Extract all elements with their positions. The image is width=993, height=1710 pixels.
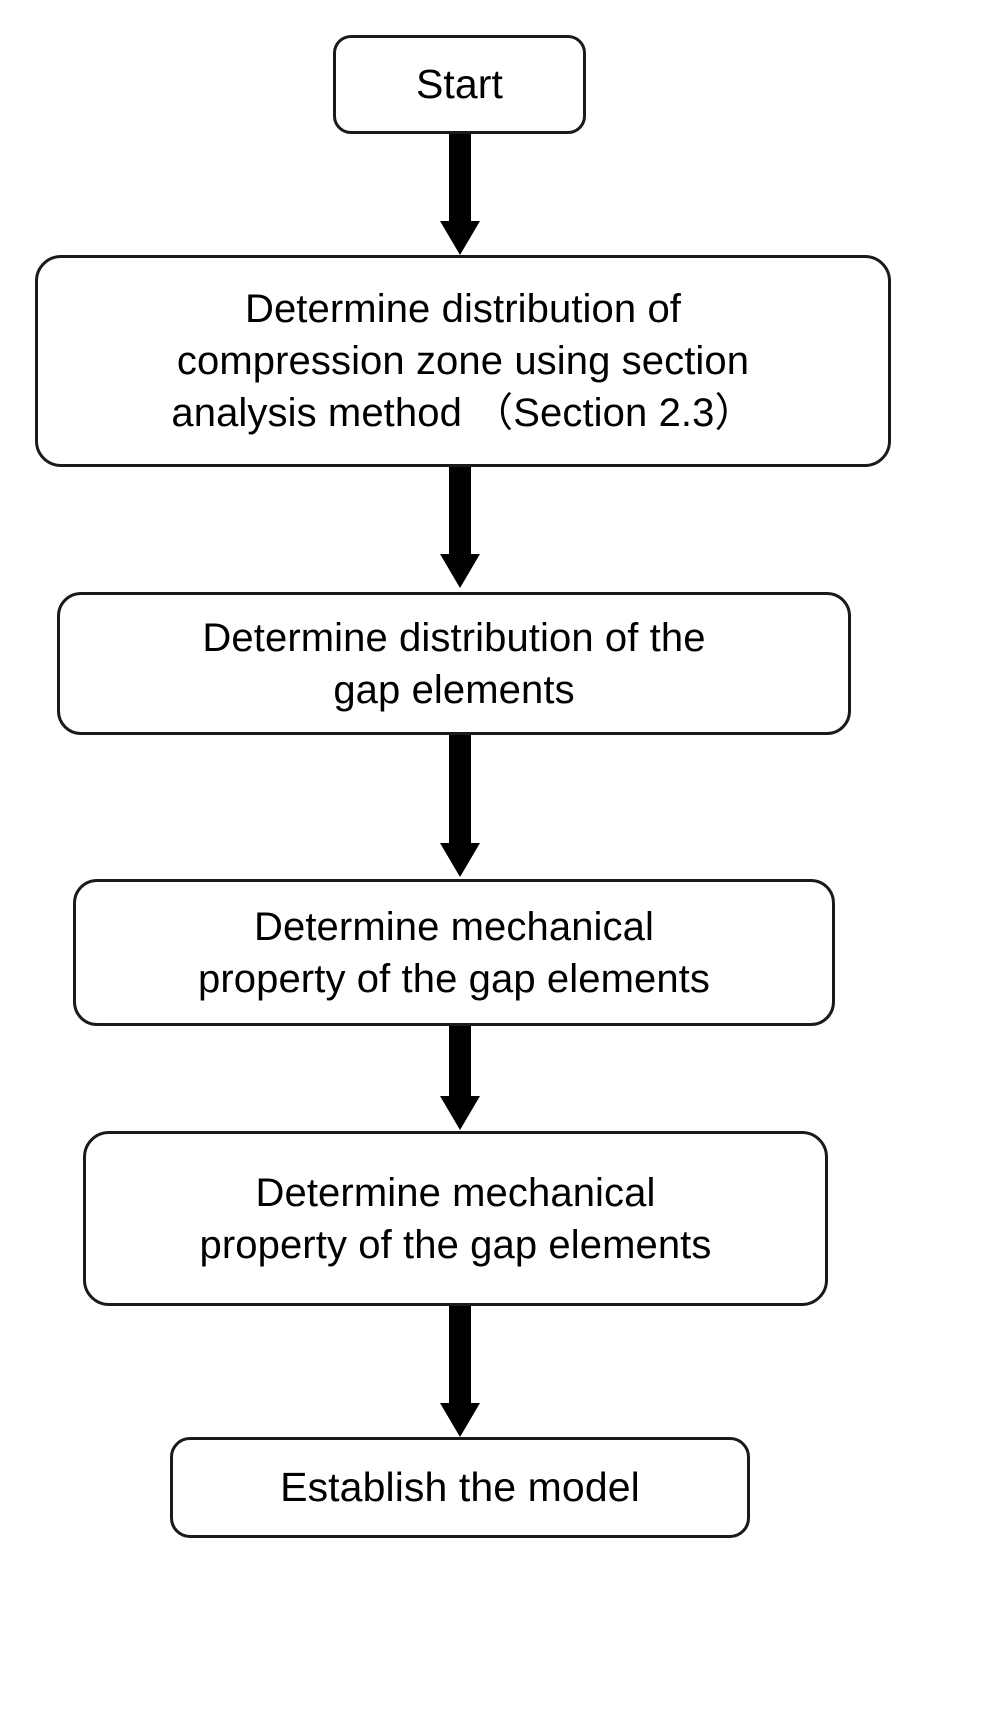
flow-node-section-analysis-label: Determine distribution of compression zo… <box>171 287 755 435</box>
flow-node-gap-mechanical-2-label: Determine mechanical property of the gap… <box>199 1170 712 1267</box>
flow-node-start[interactable]: Start <box>333 35 586 134</box>
flow-node-gap-distribution[interactable]: Determine distribution of the gap elemen… <box>57 592 851 735</box>
flow-node-gap-mechanical-2[interactable]: Determine mechanical property of the gap… <box>83 1131 828 1306</box>
flow-node-gap-mechanical-1-label: Determine mechanical property of the gap… <box>198 904 710 1001</box>
flow-node-establish-model-label: Establish the model <box>280 1463 640 1510</box>
flow-node-start-label: Start <box>415 60 504 107</box>
flow-node-section-analysis[interactable]: Determine distribution of compression zo… <box>35 255 891 467</box>
flow-node-establish-model[interactable]: Establish the model <box>170 1437 750 1538</box>
flow-node-gap-distribution-label: Determine distribution of the gap elemen… <box>202 615 706 712</box>
flow-node-gap-mechanical-1[interactable]: Determine mechanical property of the gap… <box>73 879 835 1026</box>
